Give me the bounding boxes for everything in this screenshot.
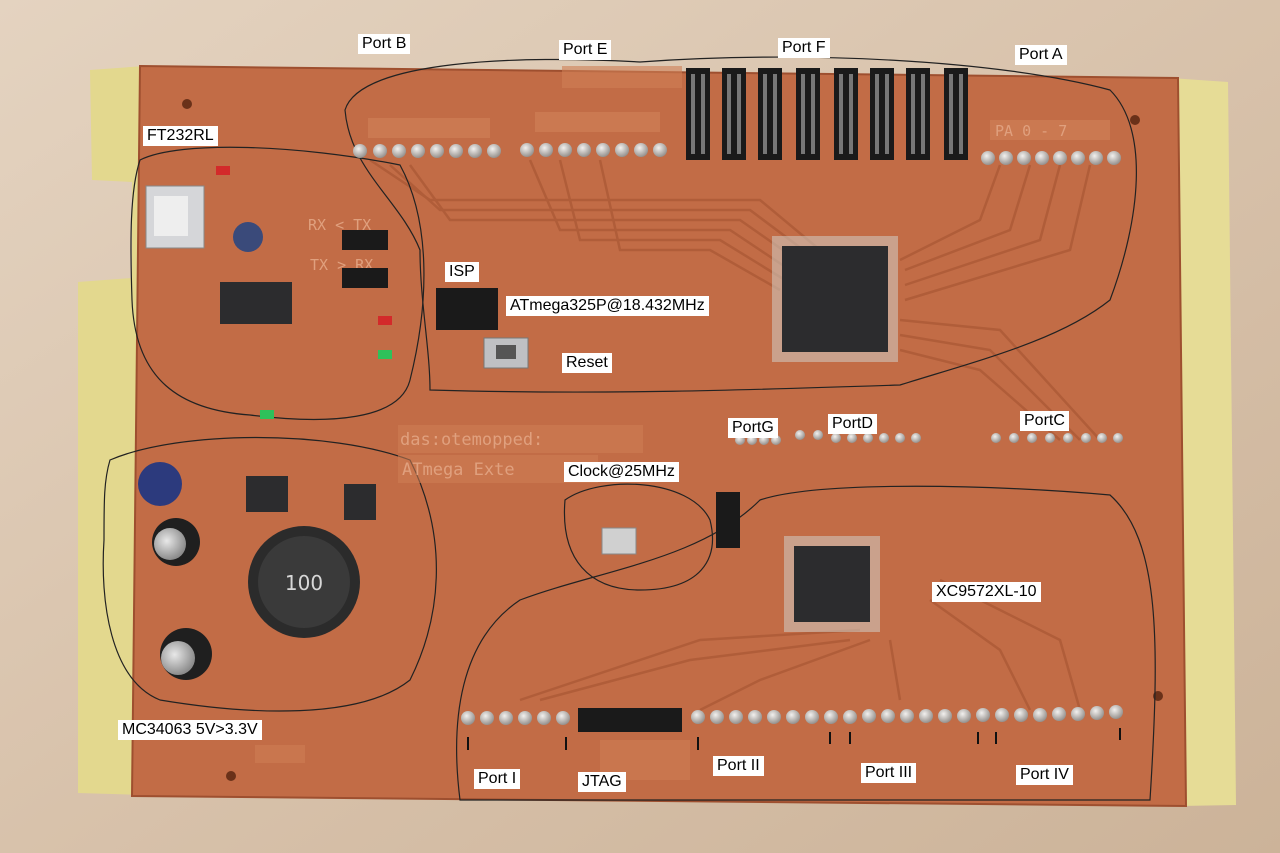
label-port-i: Port I [474, 769, 521, 789]
bottom-port-pads [461, 705, 1123, 725]
status-leds [216, 166, 392, 419]
label-port-c: PortC [1020, 411, 1069, 431]
label-reset: Reset [562, 353, 612, 373]
silk-text-2: ATmega Exte [402, 460, 515, 480]
power-group-outline [102, 436, 437, 712]
port-a-pads [981, 151, 1121, 165]
label-jtag: JTAG [578, 772, 626, 792]
copper-traces [369, 158, 1101, 712]
port-e-pads [520, 143, 667, 157]
mounting-holes [182, 99, 1163, 781]
label-port-a: Port A [1015, 45, 1067, 65]
label-clock: Clock@25MHz [564, 462, 679, 482]
silk-pa-header: PA 0 - 7 [995, 122, 1067, 140]
reset-button [483, 337, 529, 369]
label-isp: ISP [445, 262, 479, 282]
atmega-chip [772, 236, 898, 362]
cpld-chip [784, 536, 880, 632]
port-b-pads [353, 144, 501, 158]
mcu-group-outline [344, 56, 1137, 393]
power-supply: 100 [138, 462, 376, 680]
clock-oscillator [601, 492, 740, 555]
label-port-b: Port B [358, 34, 411, 54]
rx-tx-jumpers [342, 230, 388, 288]
component-group-outlines [102, 56, 1156, 801]
clock-group-outline [563, 483, 714, 591]
label-port-d: PortD [828, 414, 877, 434]
silk-text-1: das:otemopped: [400, 430, 543, 450]
inductor-label: 100 [285, 571, 323, 595]
port-f-headers [686, 68, 968, 160]
label-port-ii: Port II [713, 756, 764, 776]
ft232rl-chip [220, 282, 292, 324]
label-mcu: ATmega325P@18.432MHz [506, 296, 709, 316]
label-port-iii: Port III [861, 763, 917, 783]
isp-header [436, 288, 498, 330]
silk-rx-tx: RX < TX [308, 216, 371, 234]
label-port-f: Port F [778, 38, 830, 58]
label-regulator: MC34063 5V>3.3V [118, 720, 262, 740]
silkscreen-blocks [255, 66, 1110, 780]
label-port-e: Port E [559, 40, 612, 60]
copper-board [132, 66, 1186, 806]
label-cpld: XC9572XL-10 [932, 582, 1041, 602]
jtag-header [578, 708, 682, 732]
port-divider-ticks [467, 728, 1121, 750]
usb-connector [145, 185, 205, 249]
label-port-g: PortG [728, 418, 778, 438]
port-gdc-pads [735, 430, 1123, 445]
label-port-iv: Port IV [1016, 765, 1073, 785]
board-edge-left [78, 66, 145, 795]
board-edge-right [1170, 78, 1236, 806]
usb-group-outline [130, 146, 425, 421]
usb-capacitor [233, 222, 263, 252]
label-ft232rl: FT232RL [143, 126, 218, 146]
cpld-group-outline [456, 485, 1156, 801]
